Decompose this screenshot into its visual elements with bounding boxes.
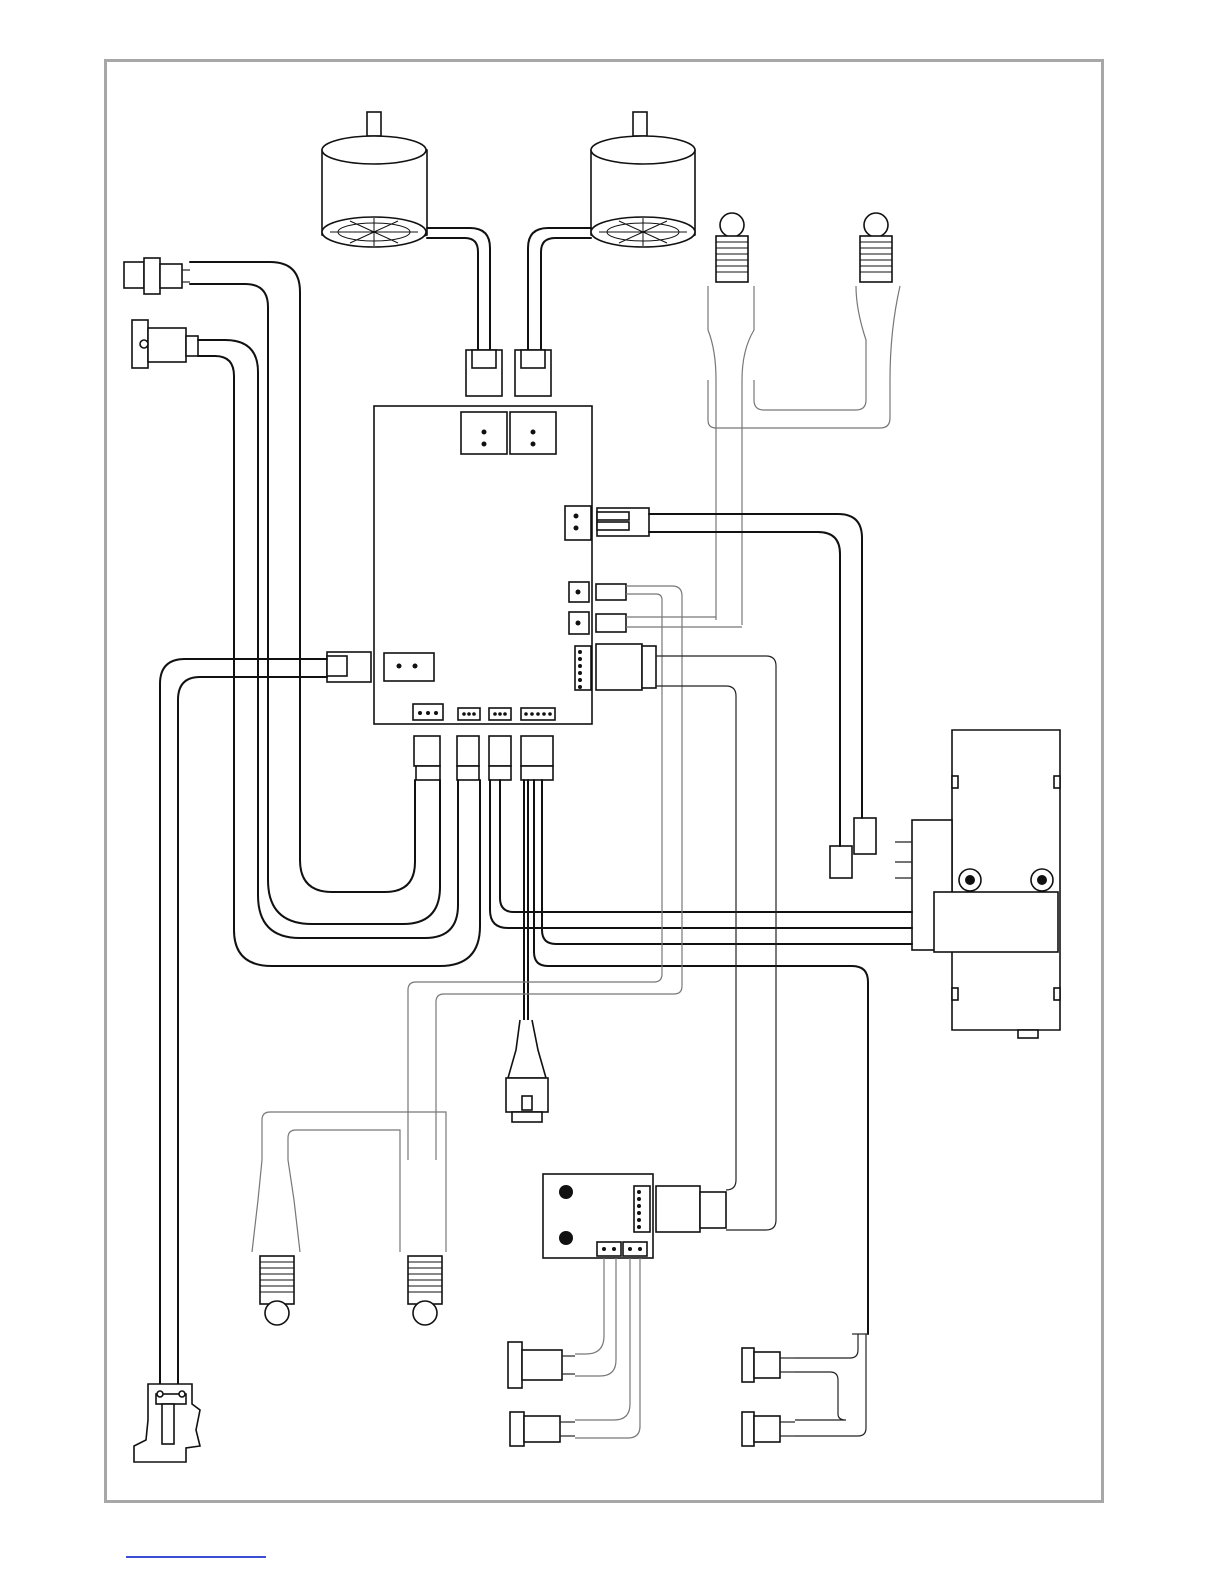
board-right-connectors [596,508,656,690]
power-inlet [134,1384,200,1462]
board-bottom-connectors [414,736,553,780]
control-board [374,406,592,724]
switch-bottom-left-cables [575,1258,640,1438]
fan-right [591,112,695,247]
top-bulb-cables [626,286,900,627]
bulb-top-left [716,213,748,282]
switch-bottom-left-2 [510,1412,575,1446]
footer-link-underline[interactable] [126,1556,266,1558]
bulb-top-right [860,213,892,282]
fan-left [322,112,427,247]
bulb-bottom-left [260,1256,294,1325]
round-plug [506,1020,548,1122]
display-board [543,1174,726,1258]
switch-bottom-left-1 [508,1342,575,1388]
switch-bottom-right-2 [742,1412,795,1446]
fan-cables [427,228,591,396]
switch-bottom-right-cables [795,1334,868,1436]
bulb-bottom-right [408,1256,442,1325]
rocker-switch [132,320,198,368]
power-supply-unit [830,730,1060,1038]
round-connector [124,258,190,294]
switch-bottom-right-1 [742,1348,795,1382]
